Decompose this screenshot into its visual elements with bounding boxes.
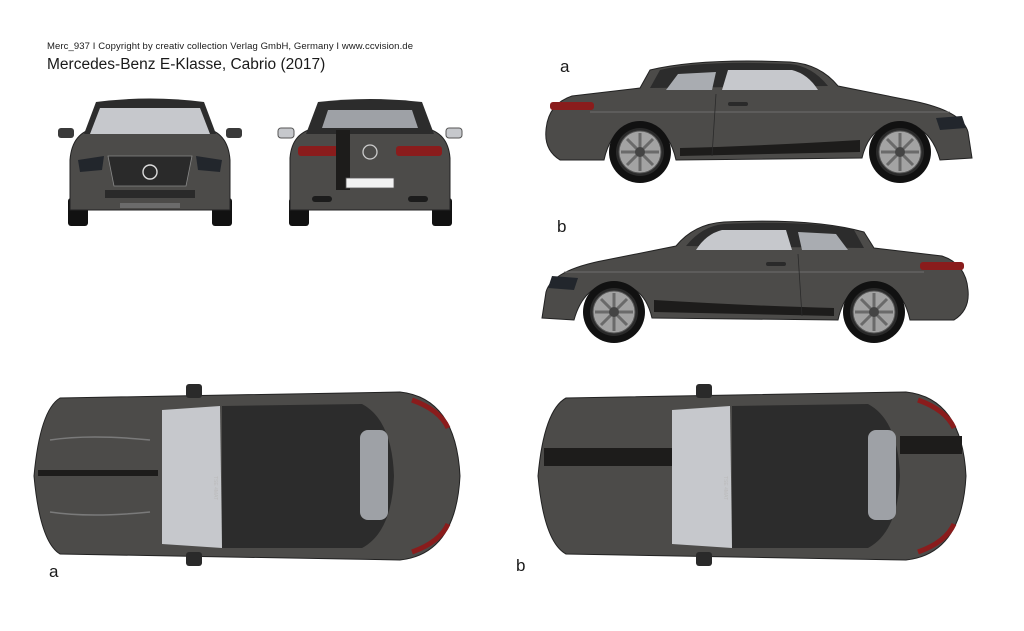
side-view-b-car (541, 220, 969, 345)
plate-top-a: TSE 4MAT (212, 476, 218, 500)
drawing-title: Mercedes-Benz E-Klasse, Cabrio (2017) (47, 56, 326, 73)
copyright-line: Merc_937 I Copyright by creativ collecti… (47, 41, 414, 52)
front-view-car (58, 98, 242, 226)
label-side-a: a (560, 57, 570, 76)
label-top-b: b (516, 556, 526, 575)
rear-view-car (277, 99, 463, 226)
label-top-a: a (49, 562, 59, 581)
plate-top-b: TSE 4MAT (722, 476, 728, 500)
label-side-b: b (557, 217, 567, 236)
top-view-b-car: TSE 4MAT (537, 384, 967, 566)
top-view-a-car: TSE 4MAT (33, 384, 461, 566)
side-view-a-car (545, 60, 973, 185)
